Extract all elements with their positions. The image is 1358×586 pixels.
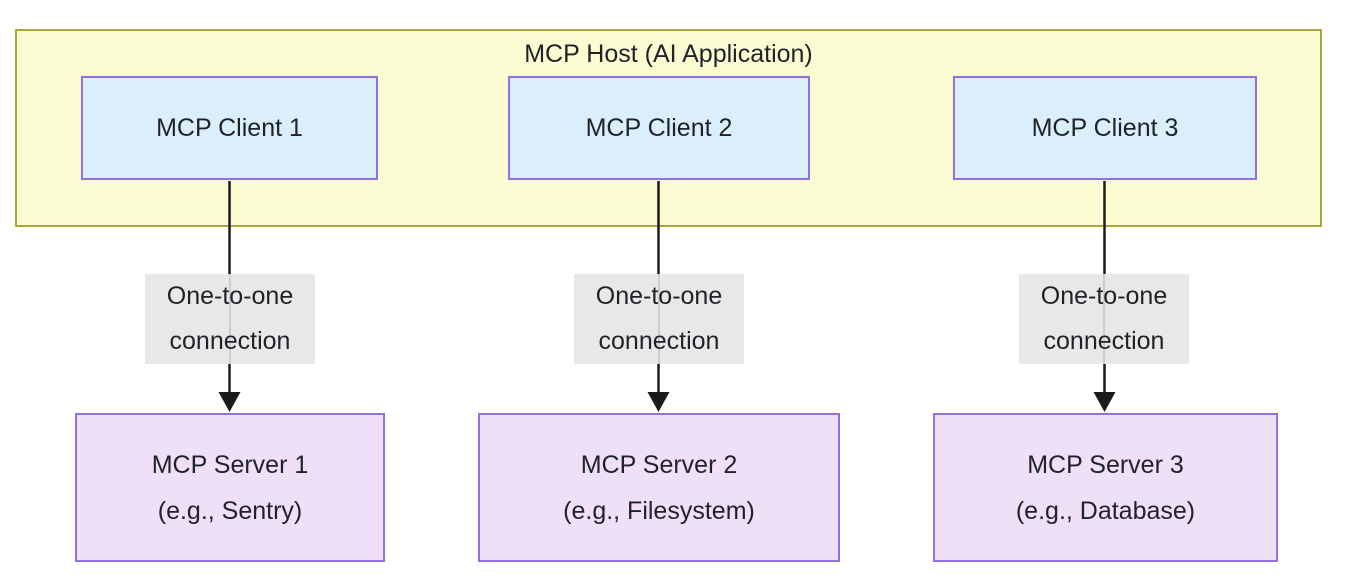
mcp-server-1-name: MCP Server 1 (151, 450, 309, 479)
mcp-client-3-label: MCP Client 3 (1031, 114, 1179, 142)
connection-label-1: One-to-one connection (145, 274, 315, 364)
connection-label-1-line1: One-to-one (166, 282, 294, 310)
mcp-client-1-box: MCP Client 1 (81, 76, 378, 180)
mcp-server-3-example: (e.g., Database) (1015, 496, 1196, 525)
connection-label-2-line1: One-to-one (595, 282, 723, 310)
connection-label-3: One-to-one connection (1019, 274, 1189, 364)
mcp-client-2-box: MCP Client 2 (508, 76, 810, 180)
mcp-client-3-box: MCP Client 3 (953, 76, 1257, 180)
connection-label-3-line2: connection (1043, 327, 1165, 355)
mcp-server-1-box: MCP Server 1 (e.g., Sentry) (75, 413, 385, 562)
connection-label-2-line2: connection (598, 327, 720, 355)
mcp-server-3-box: MCP Server 3 (e.g., Database) (933, 413, 1278, 562)
mcp-server-2-example: (e.g., Filesystem) (563, 496, 755, 525)
mcp-server-1-example: (e.g., Sentry) (157, 496, 303, 525)
connection-label-1-line2: connection (169, 327, 291, 355)
mcp-client-2-label: MCP Client 2 (585, 114, 733, 142)
mcp-server-3-name: MCP Server 3 (1027, 450, 1184, 479)
mcp-client-1-label: MCP Client 1 (156, 114, 303, 142)
mcp-server-2-box: MCP Server 2 (e.g., Filesystem) (478, 413, 840, 562)
mcp-server-2-name: MCP Server 2 (580, 450, 738, 479)
mcp-host-title: MCP Host (AI Application) (524, 40, 813, 68)
connection-label-2: One-to-one connection (574, 274, 744, 364)
connection-label-3-line1: One-to-one (1040, 282, 1168, 310)
